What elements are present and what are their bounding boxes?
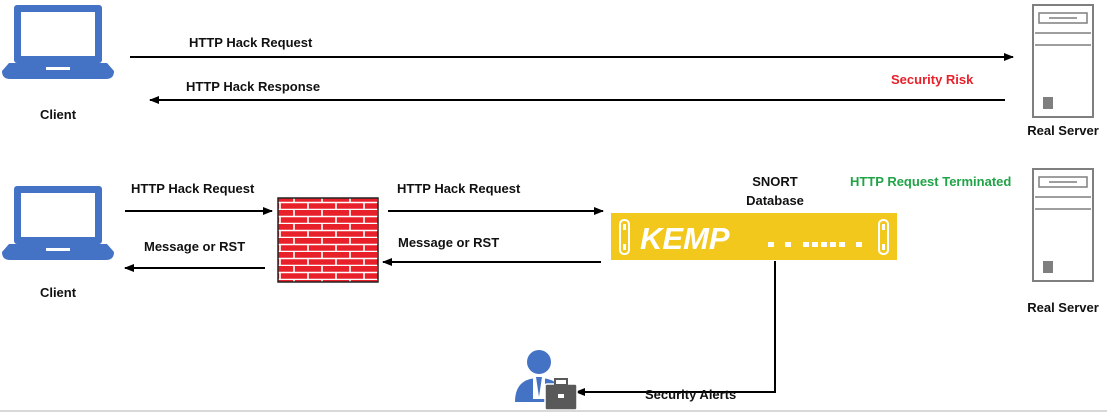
snort-label-line1: SNORT [752,174,798,189]
response-label: HTTP Hack Response [186,79,321,94]
alerts-arrow [575,261,776,396]
message-from-kemp-label: Message or RST [398,235,500,250]
briefcase-icon [544,378,578,411]
security-risk-label: Security Risk [891,72,974,87]
server-label: Real Server [1027,300,1099,315]
server-label: Real Server [1027,123,1099,138]
kemp-appliance: KEMP [611,213,897,260]
terminated-label: HTTP Request Terminated [850,174,1012,189]
server-icon [1032,168,1094,282]
security-alerts-label: Security Alerts [645,387,737,402]
client-label: Client [39,285,77,300]
request-to-kemp-label: HTTP Hack Request [397,181,521,196]
client-label: Client [39,107,77,122]
kemp-logo: KEMP [640,221,730,256]
snort-label-line2: Database [746,193,804,208]
request-to-firewall-label: HTTP Hack Request [131,181,255,196]
message-to-client-label: Message or RST [144,239,246,254]
server-icon [1032,4,1094,118]
firewall-icon [277,197,379,283]
laptop-icon [2,186,114,260]
status-lights [768,242,862,247]
request-label: HTTP Hack Request [189,35,313,50]
snort-label: SNORT Database [725,172,825,210]
laptop-icon [2,5,114,79]
